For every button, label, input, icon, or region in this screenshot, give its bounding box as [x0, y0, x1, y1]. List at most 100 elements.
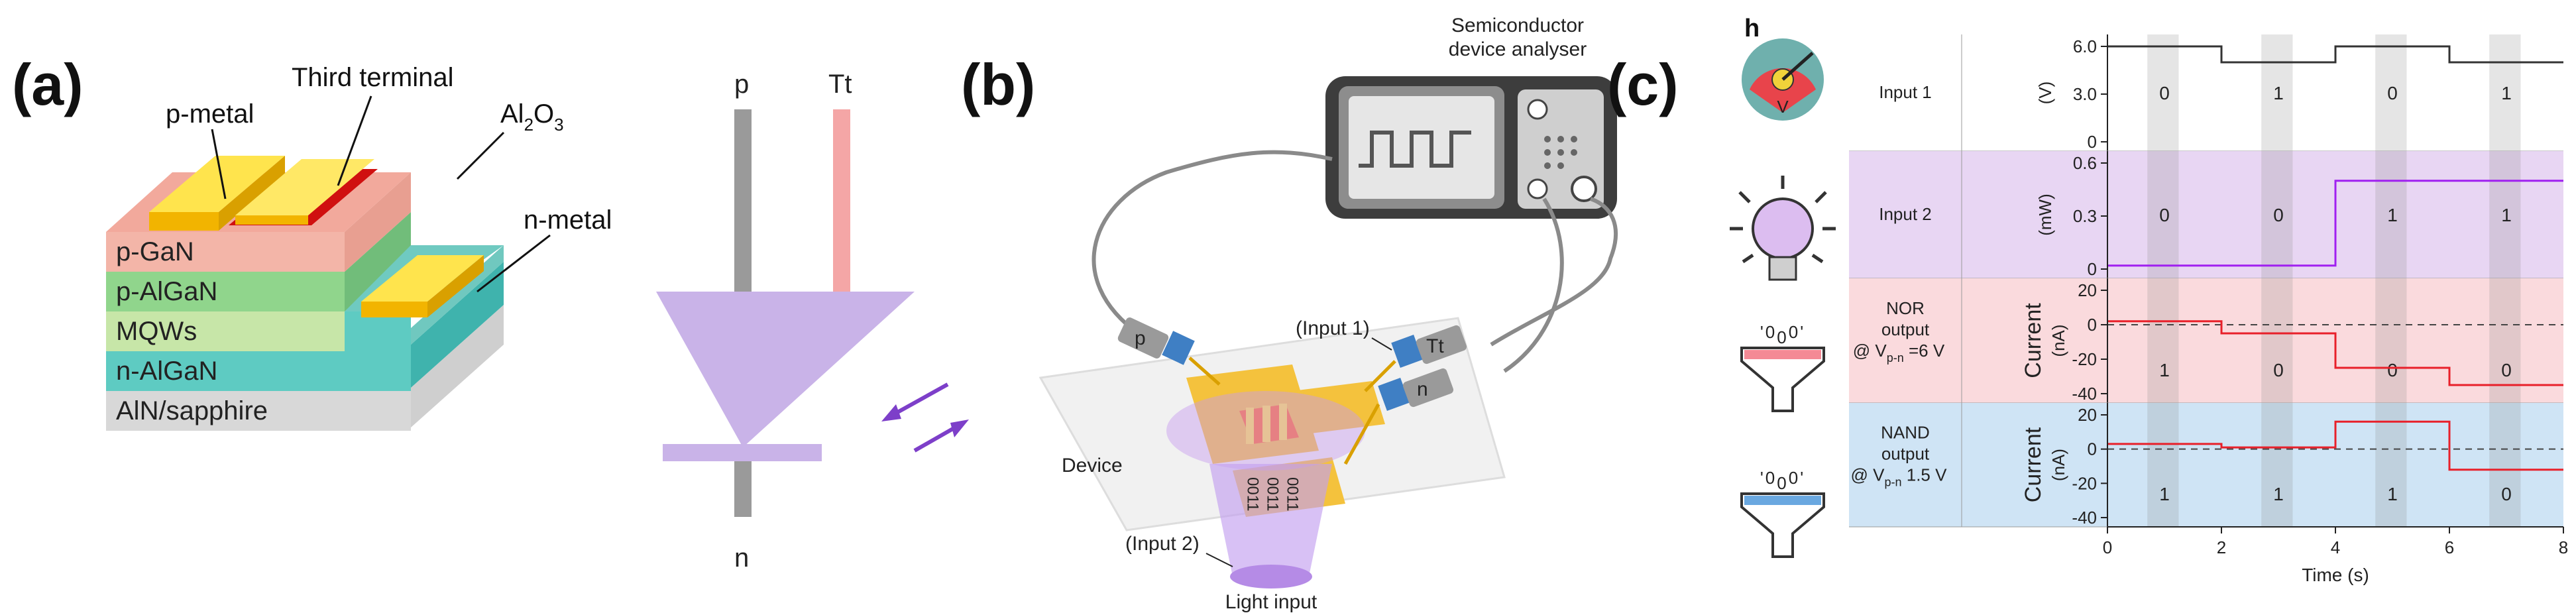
light-bits-3: 0011	[1284, 477, 1302, 512]
input1-label: (Input 1)	[1296, 317, 1370, 339]
dial-icon	[1571, 176, 1597, 202]
sample-window	[2489, 403, 2521, 527]
row-background	[1849, 403, 2563, 527]
row-unit: (nA)	[2048, 324, 2068, 357]
third-terminal-label: Third terminal	[292, 63, 454, 92]
y-tick-label: -20	[2072, 349, 2097, 369]
probe-p-label: p	[1135, 327, 1146, 349]
trace-nand-output	[2107, 420, 2563, 471]
light-bits-1: 0011	[1244, 477, 1262, 512]
trace-nor-output	[2107, 320, 2563, 386]
sample-window	[2261, 34, 2293, 151]
trace-input-2	[2107, 180, 2563, 267]
sample-window	[2375, 151, 2407, 278]
row-unit: (nA)	[2048, 449, 2068, 481]
sample-window	[2375, 403, 2407, 527]
x-tick-label: 0	[2103, 537, 2112, 557]
y-tick-label: 0	[2088, 439, 2097, 459]
row-unit: (mW)	[2035, 194, 2055, 236]
row-unit: Current	[2021, 303, 2046, 378]
symbol-label-p: p	[734, 70, 749, 99]
light-input-label: Light input	[1225, 591, 1317, 613]
y-tick-label: -40	[2072, 384, 2097, 404]
row-background	[1849, 151, 2563, 278]
sample-window	[2261, 403, 2293, 527]
logic-bit: 1	[2273, 83, 2284, 103]
y-tick-label: 0	[2088, 132, 2097, 152]
layer-front-mqw	[106, 311, 345, 351]
y-tick-label: 0	[2088, 259, 2097, 279]
logic-bit: 0	[2159, 83, 2170, 103]
probe-cables	[1092, 150, 1618, 373]
input2-label: (Input 2)	[1125, 533, 1200, 555]
voltage-gauge-icon: V	[1742, 38, 1824, 121]
svg-text:'000': '000'	[1760, 322, 1805, 347]
logic-bit: 0	[2273, 205, 2284, 225]
third-terminal-pad	[229, 159, 378, 225]
n-metal-pad	[361, 255, 484, 317]
svg-text:'000': '000'	[1760, 468, 1805, 493]
symbol-label-tt: Tt	[828, 70, 852, 99]
probe-tt-label: Tt	[1426, 335, 1444, 357]
analyser-screen	[1349, 96, 1494, 199]
layer-front-palgan	[106, 272, 345, 311]
sample-window	[2375, 34, 2407, 151]
analyser-title-1: Semiconductor	[1451, 15, 1584, 36]
x-tick-label: 4	[2331, 537, 2340, 557]
panel-b-label: (b)	[961, 52, 1035, 117]
layer-label-pgan: p-GaN	[116, 237, 194, 266]
layer-label-mqw: MQWs	[116, 317, 197, 346]
panel-h-label: h	[1744, 15, 1760, 42]
light-bits-2: 0011	[1264, 477, 1282, 512]
trace-input-1	[2107, 45, 2563, 64]
nand-funnel-icon: '000'	[1740, 468, 1825, 558]
probe-tt: Tt	[1364, 325, 1467, 392]
layer-front-pgan	[106, 232, 345, 272]
logic-bit: 0	[2273, 360, 2284, 380]
logic-bit: 1	[2159, 484, 2170, 504]
logic-bit: 1	[2501, 83, 2512, 103]
sample-window	[2261, 151, 2293, 278]
logic-bit: 1	[2501, 205, 2512, 225]
sample-window	[2489, 34, 2521, 151]
logic-bit: 1	[2159, 360, 2170, 380]
p-metal-label: p-metal	[166, 99, 254, 129]
row-name: Input 1	[1879, 82, 1932, 102]
row-background	[1849, 34, 2563, 151]
row-unit: Current	[2021, 427, 2046, 502]
layer-side-palgan	[345, 212, 411, 311]
nor-funnel-icon: '000'	[1740, 322, 1825, 412]
y-tick-label: 3.0	[2073, 84, 2097, 104]
light-source: 0011 0011 0011	[1209, 464, 1332, 588]
sample-window	[2489, 151, 2521, 278]
sample-window	[2489, 278, 2521, 403]
diode-bar	[663, 444, 822, 461]
layer-front-nalgan-step	[345, 311, 411, 351]
sample-window	[2147, 34, 2179, 151]
x-tick-label: 8	[2559, 537, 2568, 557]
diode-triangle	[656, 292, 915, 447]
svg-text:V: V	[1777, 97, 1789, 117]
light-beam	[1209, 464, 1332, 577]
n-lead	[734, 457, 752, 517]
x-tick-label: 6	[2445, 537, 2454, 557]
y-tick-label: 20	[2078, 280, 2097, 300]
device-stack: p-GaN p-AlGaN MQWs n-AlGaN AlN/sapphire …	[106, 63, 612, 431]
analyser-title-2: device analyser	[1449, 38, 1587, 60]
light-bulb-icon	[1730, 176, 1836, 281]
y-tick-label: 0.3	[2073, 206, 2097, 226]
light-emitter	[1230, 565, 1312, 588]
y-tick-label: -40	[2072, 508, 2097, 528]
panel-c-label: (c)	[1607, 52, 1679, 117]
probe-n-label: n	[1417, 378, 1428, 400]
sample-window	[2147, 403, 2179, 527]
layer-label-sapphire: AlN/sapphire	[116, 396, 268, 425]
logic-bit: 0	[2501, 484, 2512, 504]
layer-label-nalgan: n-AlGaN	[116, 357, 217, 386]
y-tick-label: 0	[2088, 315, 2097, 335]
y-tick-label: 0.6	[2073, 153, 2097, 173]
analyser: Semiconductor device analyser	[1325, 15, 1617, 219]
